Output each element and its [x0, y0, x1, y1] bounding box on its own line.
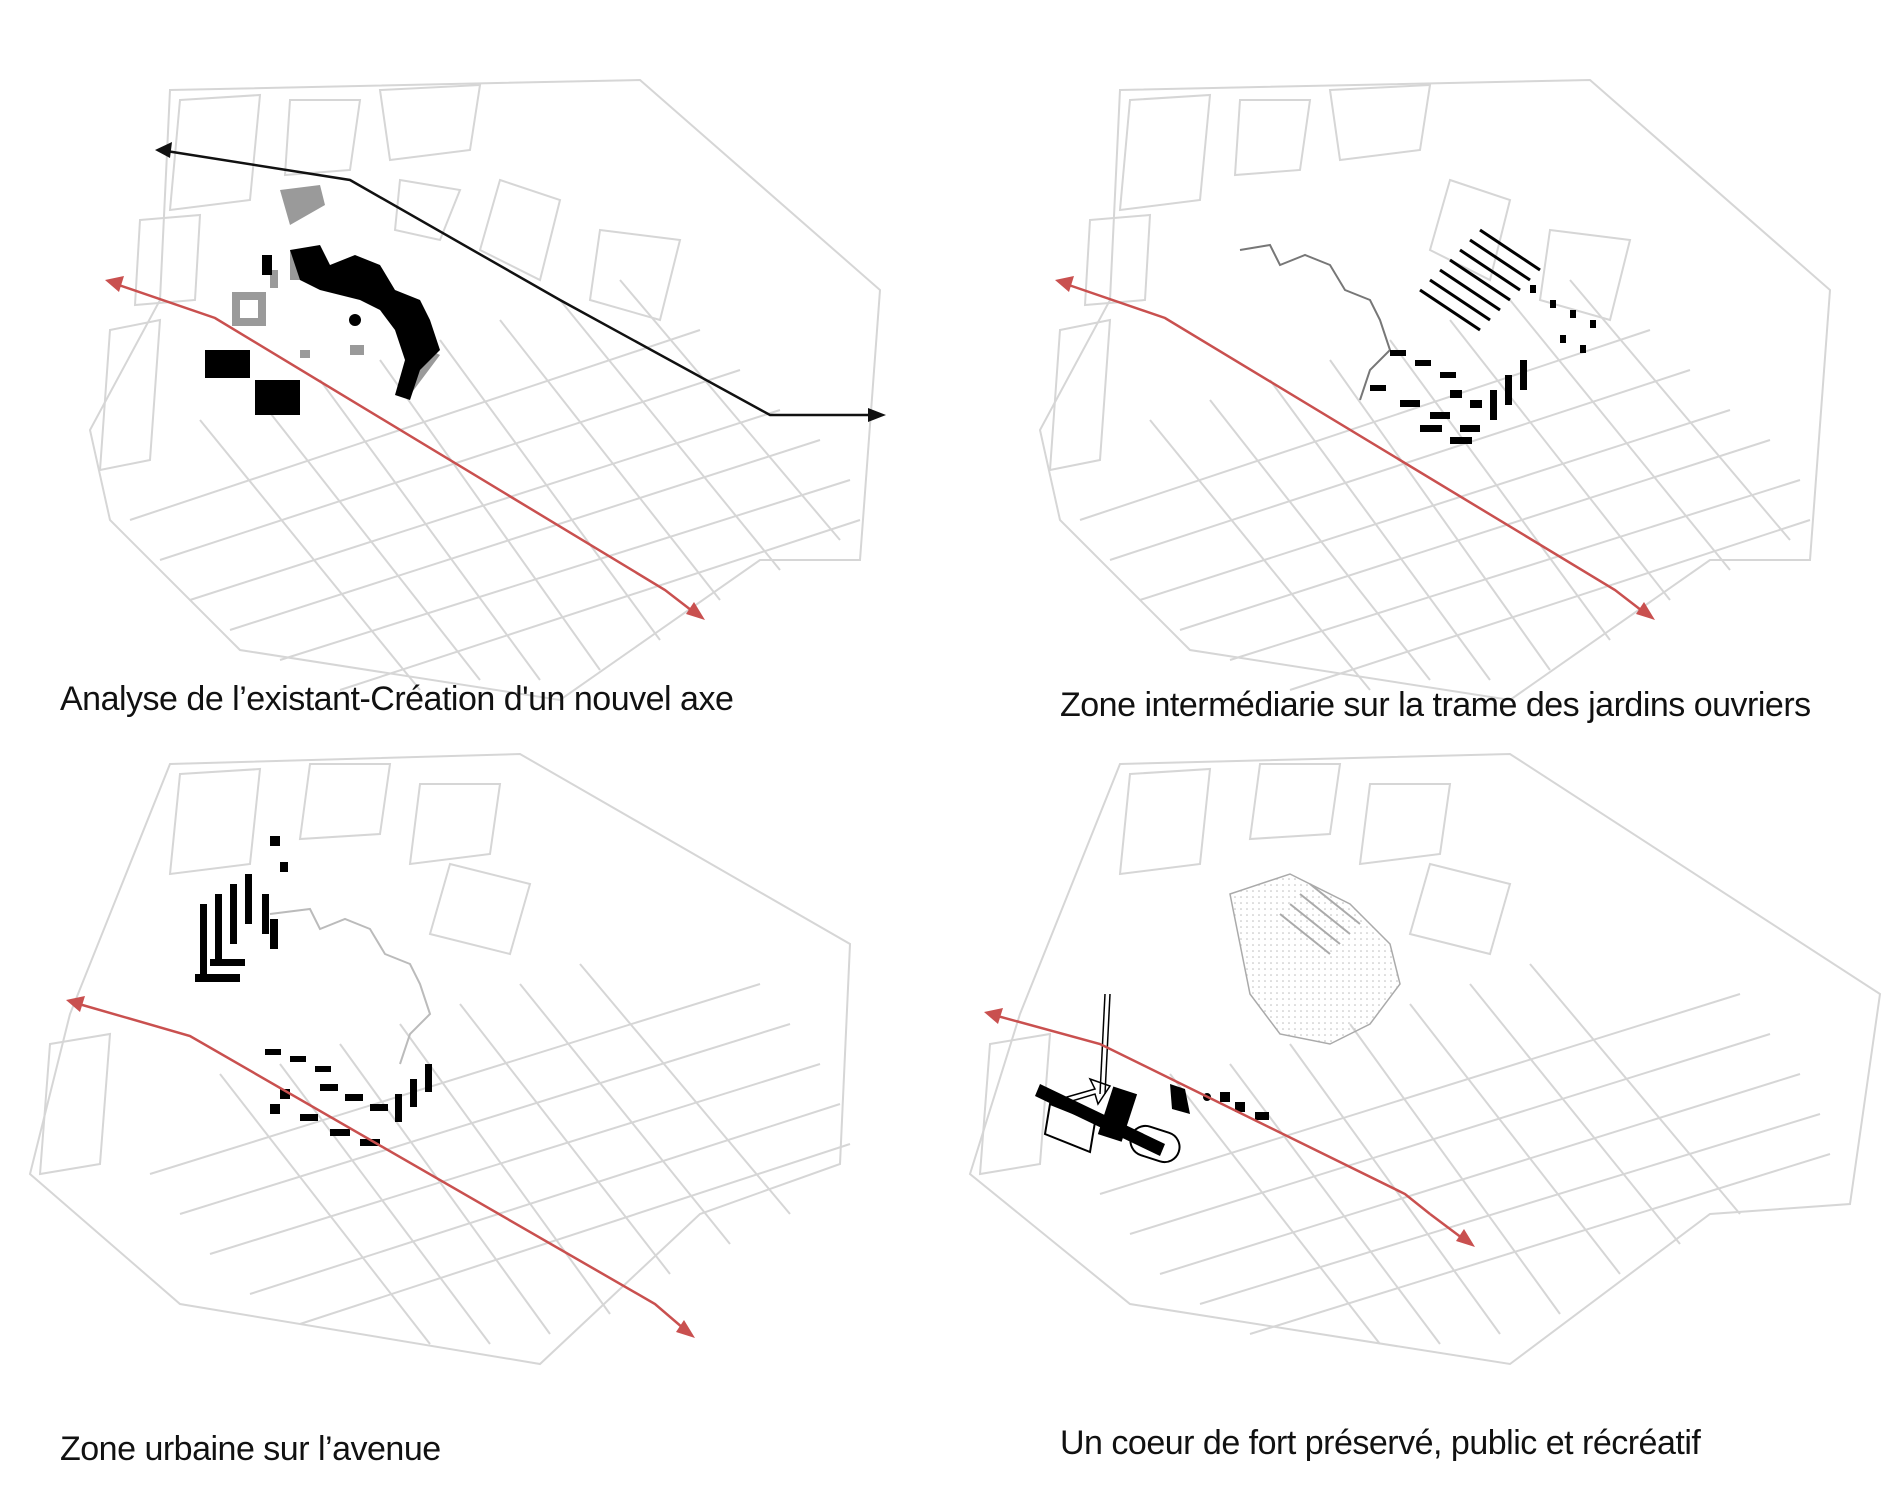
sports-fields	[1043, 1102, 1181, 1164]
street-grid	[129, 279, 861, 691]
avenue-axis-line	[1059, 280, 1651, 618]
basemap	[88, 78, 882, 702]
fort-marker	[349, 314, 361, 326]
site-map	[1038, 78, 1832, 702]
urban-blocks	[98, 83, 682, 472]
avenue-arrowhead-right	[1456, 1229, 1475, 1247]
diagram-panel-intermediate-zone: Zone intermédiarie sur la trame des jard…	[950, 0, 1900, 744]
building-black-2	[255, 380, 300, 415]
avenue-arrowhead-right	[676, 1320, 695, 1338]
existing-block-square	[232, 292, 266, 326]
avenue-arrowhead-left	[105, 276, 124, 292]
avenue-axis-line	[109, 280, 701, 618]
avenue-axis-line	[989, 1012, 1431, 1215]
basemap	[1038, 78, 1832, 702]
avenue-arrowhead-right	[1636, 602, 1655, 620]
diagram-panel-existing: Analyse de l’existant-Création d'un nouv…	[0, 0, 950, 744]
fort-outline	[205, 245, 440, 415]
basemap	[968, 752, 1882, 1366]
avenue-arrowhead-left	[66, 996, 85, 1012]
urban-blocks	[38, 763, 532, 1176]
fort-outline	[1239, 243, 1392, 401]
new-axis-arrowhead-left	[155, 142, 172, 158]
site-map	[968, 752, 1882, 1366]
street-grid	[149, 963, 851, 1345]
diagram-panel-urban-zone: Zone urbaine sur l’avenue	[0, 744, 950, 1488]
building-black-1	[205, 350, 250, 378]
promenade-arrow	[1059, 993, 1112, 1106]
basemap	[28, 752, 852, 1366]
garden-strips	[1419, 228, 1541, 332]
avenue-arrowhead-left	[984, 1008, 1003, 1024]
urban-blocks	[978, 763, 1512, 1176]
panel-caption: Un coeur de fort préservé, public et réc…	[1060, 1424, 1701, 1462]
avenue-buildings	[195, 836, 432, 1146]
panel-caption: Zone intermédiarie sur la trame des jard…	[1060, 686, 1811, 724]
urban-blocks	[1048, 83, 1632, 472]
site-map	[88, 78, 886, 702]
street-grid	[1079, 279, 1811, 691]
fort-park-area	[1229, 873, 1401, 1045]
building-black-3	[262, 255, 272, 275]
street-grid	[1099, 963, 1831, 1345]
avenue-arrowhead-left	[1055, 276, 1074, 292]
avenue-arrowhead-right	[686, 602, 705, 620]
new-axis-arrowhead-right	[868, 408, 886, 422]
new-axis-line	[159, 148, 880, 417]
panel-caption: Analyse de l’existant-Création d'un nouv…	[60, 680, 734, 718]
garden-grid-buildings	[1370, 285, 1596, 444]
garden-strips	[1279, 883, 1361, 955]
diagram-panel-fort-core: Un coeur de fort préservé, public et réc…	[950, 744, 1900, 1488]
fort-outline	[269, 907, 432, 1065]
avenue-axis-line	[71, 1000, 691, 1335]
site-map	[28, 752, 852, 1366]
public-buildings	[1035, 1084, 1269, 1156]
panel-caption: Zone urbaine sur l’avenue	[60, 1430, 441, 1468]
